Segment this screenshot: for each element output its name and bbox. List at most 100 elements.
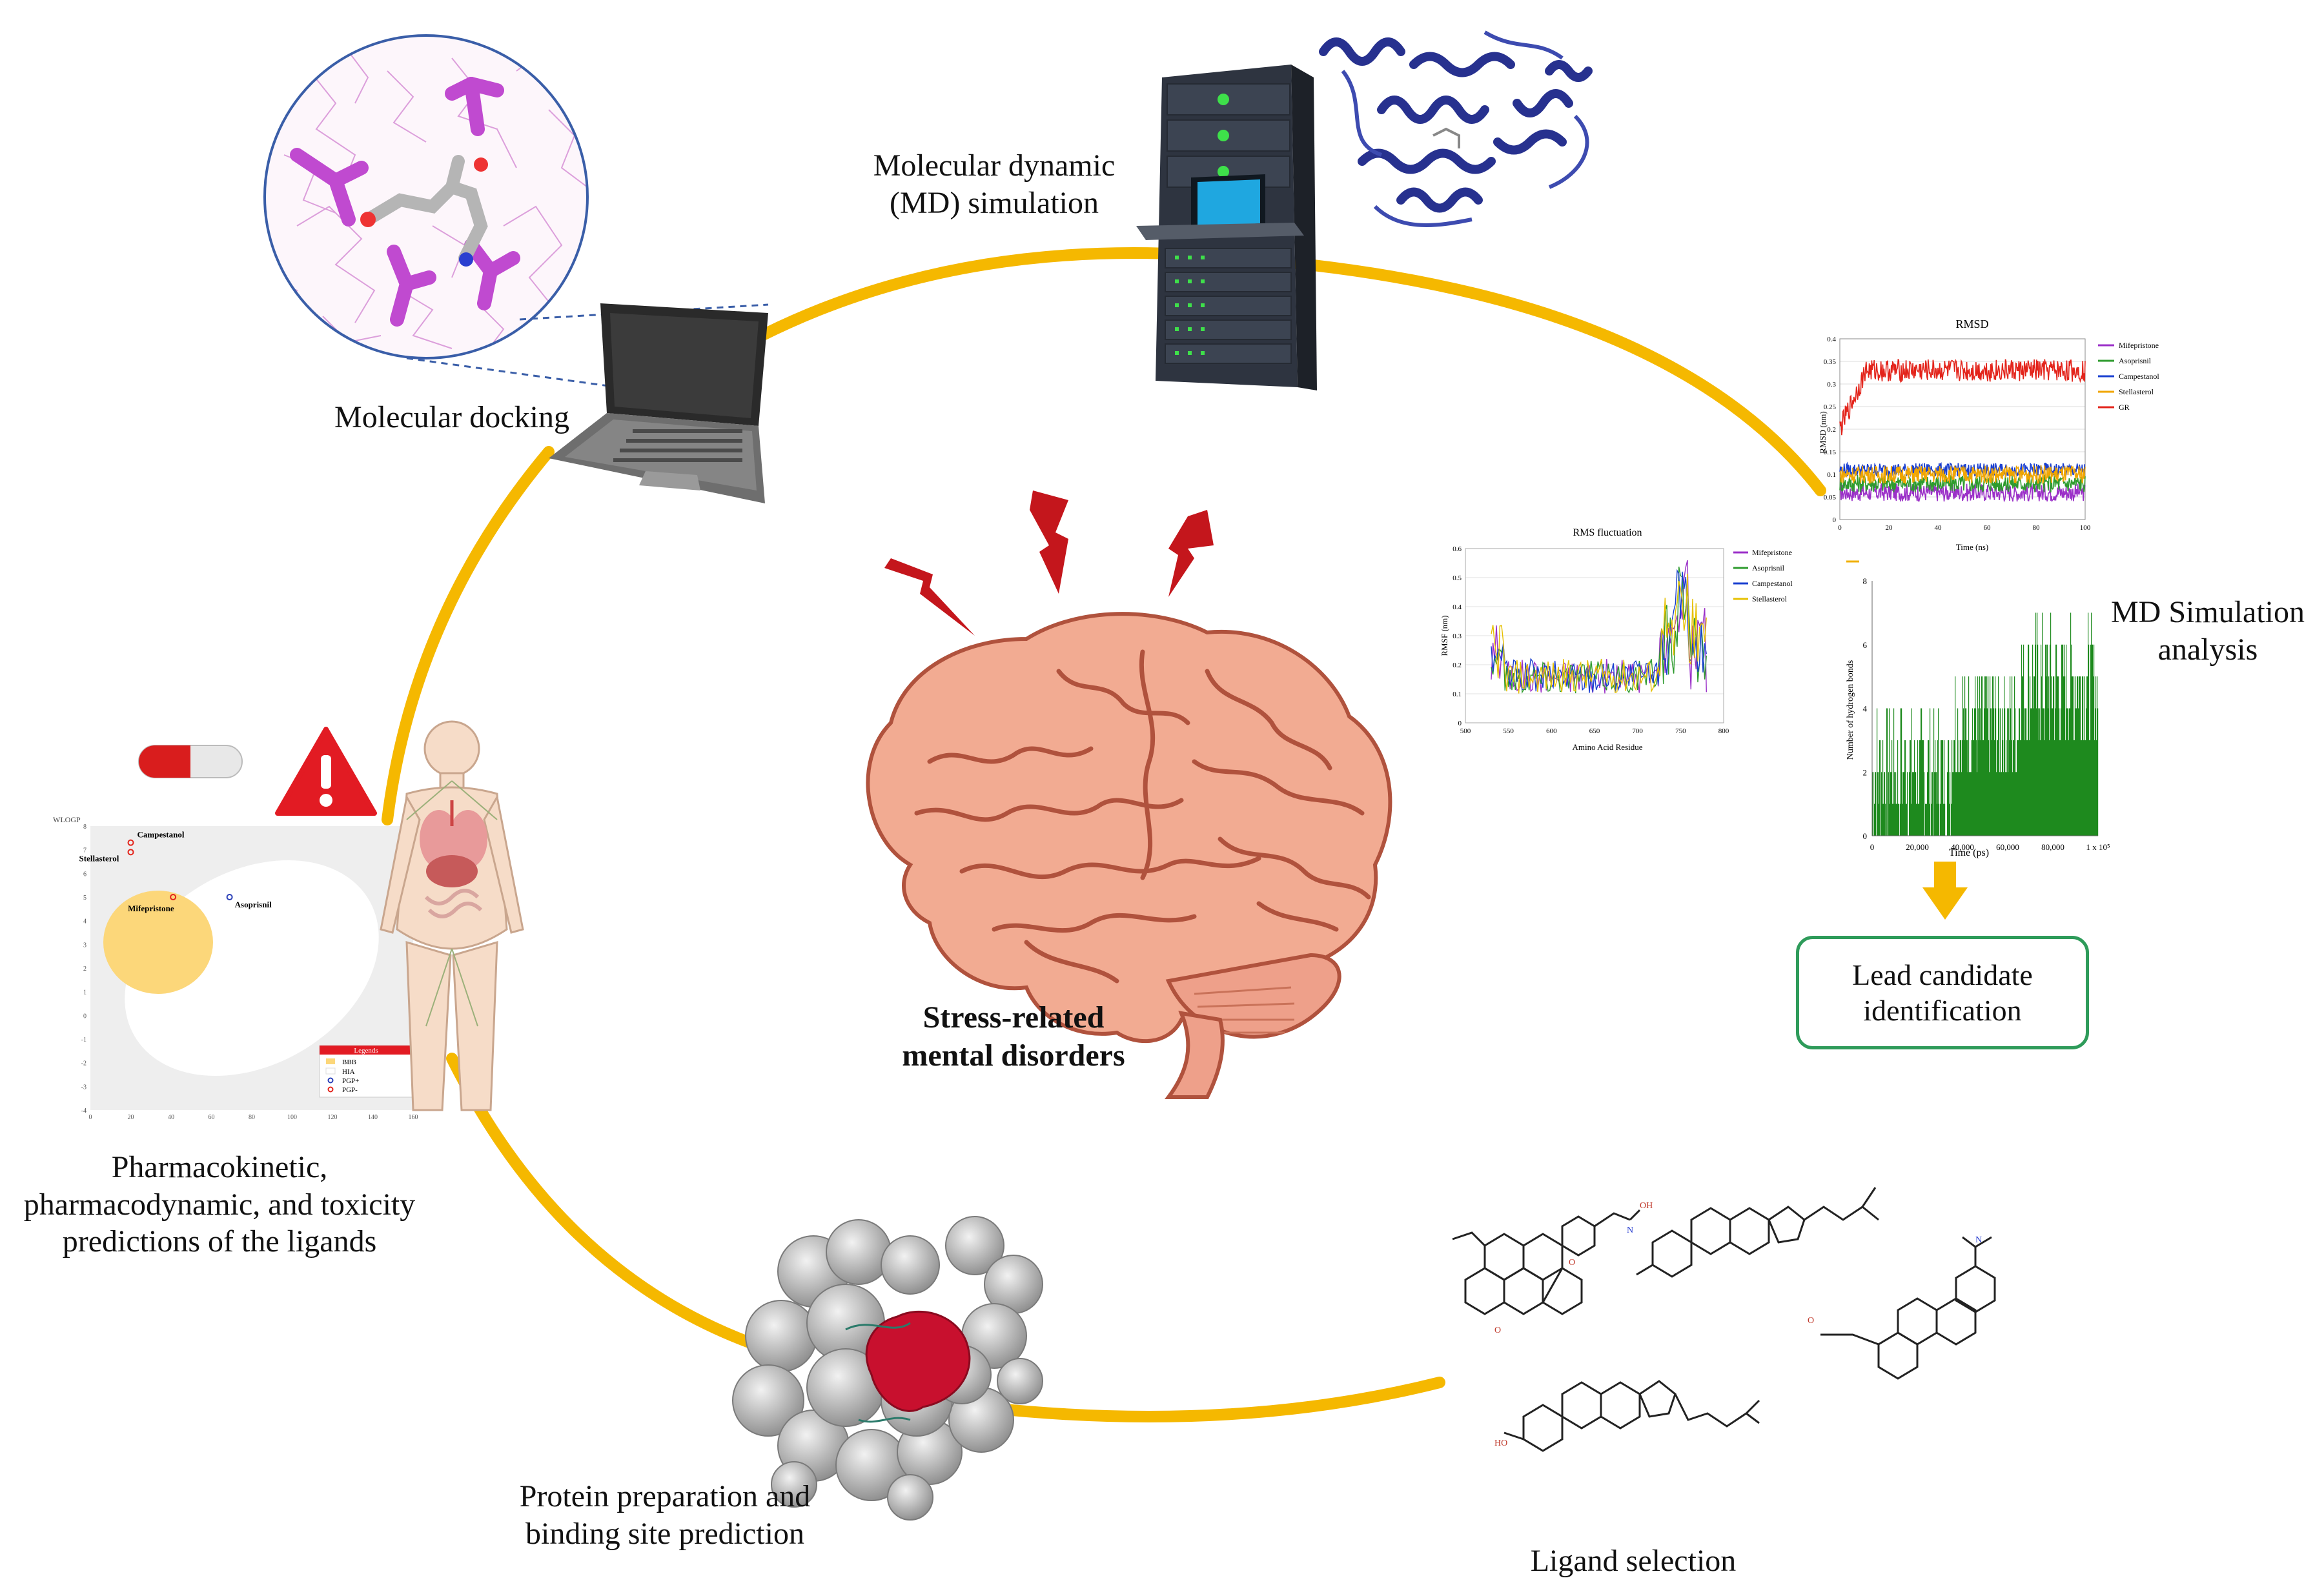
hbond-bar — [1988, 740, 1990, 836]
hbond-bar — [2033, 676, 2034, 836]
hbond-bar — [1877, 772, 1879, 836]
hbond-ytick: 8 — [1863, 576, 1868, 586]
egg-xtick: 20 — [128, 1114, 134, 1121]
hbond-bar — [2017, 740, 2019, 836]
hbond-bar — [2041, 676, 2043, 836]
egg-ytick: -4 — [81, 1107, 87, 1115]
ligand-selection-label: Ligand selection — [1530, 1544, 1737, 1578]
hbond-bar — [2057, 676, 2059, 836]
hbond-bar — [2045, 644, 2046, 836]
hbond-bar — [1940, 804, 1941, 836]
hbond-bar — [1928, 740, 1930, 836]
center-line-1: Stress-related — [922, 1000, 1105, 1035]
egg-ytick: 2 — [83, 965, 87, 973]
md-simulation-line-1: Molecular dynamic — [873, 148, 1116, 183]
rmsf-xlabel: Amino Acid Residue — [1572, 742, 1642, 752]
server-rack-icon — [1136, 65, 1317, 390]
hbond-bar — [2087, 676, 2088, 836]
egg-ytick: 1 — [83, 989, 87, 996]
egg-ytick: 7 — [83, 847, 87, 854]
egg-point-label: Stellasterol — [79, 853, 119, 863]
hbond-bar — [2054, 740, 2055, 836]
hbond-bar — [1921, 708, 1922, 836]
hbond-bar — [1911, 804, 1913, 836]
hbond-bar — [2043, 708, 2044, 836]
hbond-bar — [1960, 740, 1961, 836]
egg-legend: Legends BBB HIA PGP+ PGP- — [319, 1045, 414, 1098]
hbond-bar — [1885, 804, 1886, 836]
egg-legend-bbb: BBB — [342, 1058, 356, 1066]
hbond-bar — [1892, 804, 1893, 836]
lead-line-2: identification — [1863, 994, 2022, 1027]
hbond-bar — [2022, 676, 2023, 836]
rmsd-xtick: 80 — [2033, 524, 2041, 532]
hbond-bar — [2024, 708, 2026, 836]
hbond-bar — [2053, 676, 2054, 836]
rmsf-chart-title: RMS fluctuation — [1573, 527, 1642, 538]
rmsd-xtick: 100 — [2080, 524, 2091, 532]
hbond-bar — [2039, 708, 2041, 836]
hbond-bar — [2052, 708, 2054, 836]
hbond-bar — [1968, 676, 1970, 836]
hbond-bar — [1947, 772, 1948, 836]
hbond-bar — [1956, 772, 1957, 836]
rmsf-series-line — [1491, 573, 1707, 694]
hbond-bar — [2056, 644, 2057, 836]
hbond-bar — [1889, 708, 1890, 836]
hbond-bar — [1977, 676, 1979, 836]
hbond-bar — [1912, 772, 1913, 836]
hbond-bar — [2076, 708, 2077, 836]
hbond-bar — [1935, 772, 1937, 836]
egg-xtick: 120 — [328, 1114, 338, 1121]
egg-point — [127, 849, 134, 856]
hbond-bar — [2030, 708, 2032, 836]
rmsd-series-line — [1839, 359, 2086, 436]
hbond-bar — [2009, 740, 2010, 836]
rmsd-legend-entry: GR — [2119, 403, 2130, 412]
hbond-bar — [1999, 772, 2001, 836]
hbond-bar — [1881, 772, 1882, 836]
hbond-bar — [1903, 772, 1904, 836]
hbond-bar — [2006, 772, 2008, 836]
pk-line-3: predictions of the ligands — [62, 1224, 377, 1259]
rmsf-xtick: 750 — [1675, 727, 1686, 735]
hbond-bar — [2059, 740, 2061, 836]
rmsd-xtick: 60 — [1984, 524, 1992, 532]
hbond-ylabel: Number of hydrogen bonds — [1846, 660, 1855, 760]
md-simulation-line-2: (MD) simulation — [890, 185, 1099, 220]
pk-line-2: pharmacodynamic, and toxicity — [23, 1187, 416, 1222]
hbond-bar — [1976, 740, 1977, 836]
rmsf-xtick: 500 — [1460, 727, 1471, 735]
rmsd-ytick: 0.35 — [1824, 358, 1837, 366]
hbond-bar — [1969, 772, 1970, 836]
hbond-bar — [1906, 804, 1908, 836]
rmsf-ylabel: RMSF (nm) — [1440, 615, 1449, 656]
hbond-bar — [2019, 708, 2021, 836]
md-analysis-line-1: MD Simulation — [2110, 595, 2305, 629]
hbond-bar — [2008, 708, 2010, 836]
hbond-xtick: 1 x 10⁵ — [2086, 842, 2110, 852]
hbond-bar — [1975, 708, 1977, 836]
egg-xtick: 40 — [168, 1114, 174, 1121]
hbond-bar — [1955, 772, 1957, 836]
hbond-bar — [1951, 804, 1952, 836]
hbond-bar — [1966, 740, 1968, 836]
egg-xtick: 60 — [209, 1114, 215, 1121]
hbond-bar — [1963, 708, 1964, 836]
hbond-bar — [1925, 804, 1926, 836]
egg-point — [127, 839, 134, 846]
hbond-bar — [2018, 740, 2019, 836]
hbond-bar — [1996, 772, 1997, 836]
hbond-bar — [1895, 772, 1897, 836]
hbond-bar — [1980, 708, 1981, 836]
rmsd-ytick: 0.15 — [1824, 449, 1837, 456]
rmsf-ytick: 0.4 — [1452, 603, 1462, 611]
rmsf-xtick: 600 — [1546, 727, 1557, 735]
rmsf-frame — [1465, 548, 1724, 723]
hbond-bar — [1874, 804, 1875, 836]
hbond-bar — [1915, 772, 1917, 836]
hbond-bar — [1952, 772, 1953, 836]
hbond-bar — [2090, 644, 2092, 836]
hbond-bar — [2071, 644, 2072, 836]
